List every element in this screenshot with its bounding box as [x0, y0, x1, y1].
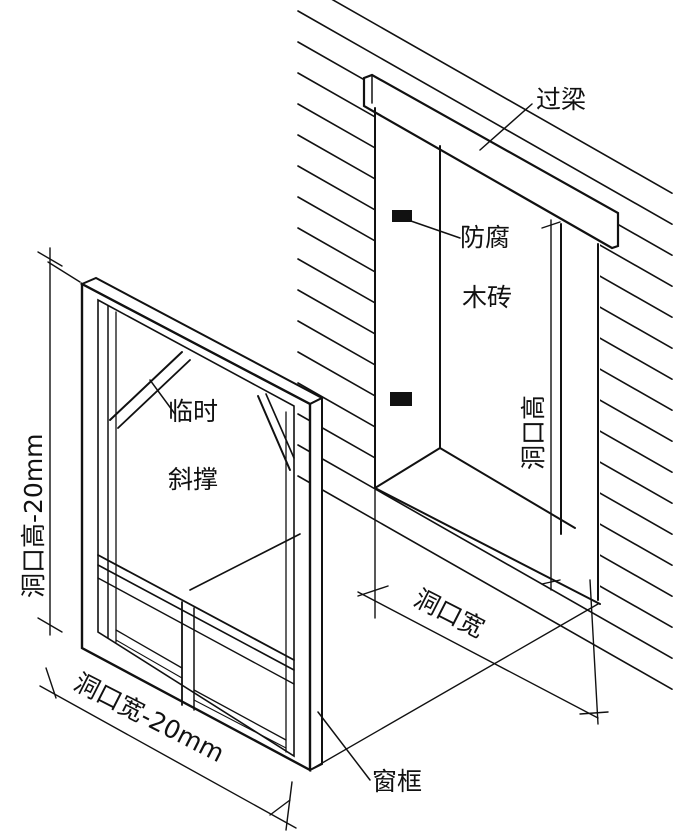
window-frame: [79, 276, 325, 773]
frame-height-label: 洞口高-20mm: [19, 433, 48, 598]
wall-hatch-line: [297, 475, 673, 690]
window-frame-label: 窗框: [372, 767, 422, 796]
temp-brace-label-line2: 斜撑: [168, 465, 218, 494]
wood-block-label-line2: 木砖: [462, 283, 512, 312]
wood-block-leader: [407, 219, 461, 239]
wall-hatch-line: [297, 444, 673, 659]
window-frame-leader: [317, 711, 371, 781]
temporary-brace: [109, 351, 295, 471]
wall-hatch-line: [331, 0, 673, 194]
opening-width-label: 洞口宽: [409, 584, 489, 644]
lintel-label: 过梁: [536, 85, 586, 114]
dimension-lines: [37, 219, 609, 831]
wall-opening: [362, 73, 620, 605]
sill-back-edge: [374, 487, 601, 605]
leader-lines: [149, 103, 533, 781]
wall-hatch-line: [297, 10, 673, 225]
sill-front-edge: [374, 447, 441, 489]
frame-transom: [97, 554, 295, 661]
wood-block-lower: [390, 392, 412, 406]
opening-height-label: 洞口高: [519, 395, 548, 470]
brace-leader: [149, 379, 176, 415]
wood-block-upper: [392, 210, 412, 222]
lintel-leader: [479, 103, 533, 151]
frame-top-face: [79, 276, 325, 406]
frame-inner-edge: [97, 298, 295, 758]
temp-brace-label-line1: 临时: [168, 397, 218, 426]
wood-block-label-line1: 防腐: [460, 223, 510, 252]
